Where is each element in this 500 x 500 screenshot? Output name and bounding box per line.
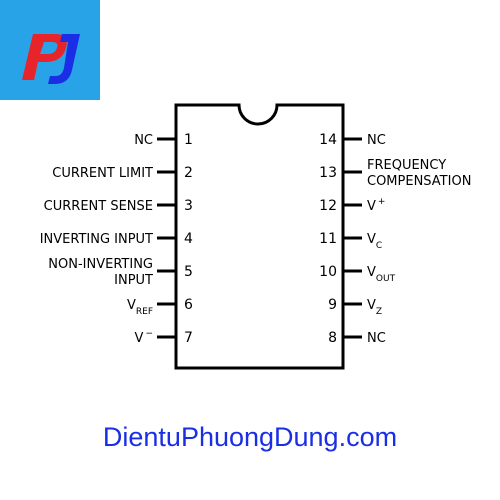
left-pin-1-number: 1 xyxy=(184,132,193,148)
left-pin-5-label-line-1: NON-INVERTING xyxy=(48,257,153,272)
left-pin-5-number: 5 xyxy=(184,264,193,280)
left-pin-2-number: 2 xyxy=(184,165,193,181)
right-pin-10-number: 10 xyxy=(319,264,337,280)
ic-body xyxy=(174,103,345,370)
left-pin-4-label: INVERTING INPUT xyxy=(40,232,153,247)
left-pin-6-number: 6 xyxy=(184,297,193,313)
left-pin-2: 2 CURRENT LIMIT xyxy=(52,165,193,181)
left-pin-6-label: VREF xyxy=(127,298,153,317)
left-pin-7: 7 V− xyxy=(135,329,193,346)
right-pin-9-number: 9 xyxy=(328,297,337,313)
brand-logo xyxy=(0,0,100,100)
right-pin-14-number: 14 xyxy=(319,132,337,148)
right-pin-10-label: VOUT xyxy=(367,265,396,284)
left-pins: 1 NC 2 CURRENT LIMIT 3 CURRENT SENSE 4 INVERTIN… xyxy=(40,132,193,346)
left-pin-5-label-line-2: INPUT xyxy=(114,273,153,288)
right-pin-11-label: VC xyxy=(367,232,382,251)
left-pin-6: 6 VREF xyxy=(127,297,193,317)
right-pin-12-label: V+ xyxy=(367,197,385,214)
right-pin-14: 14 NC xyxy=(319,132,386,148)
right-pin-11: 11 VC xyxy=(319,231,382,251)
logo-letter-p xyxy=(22,34,67,80)
left-pin-2-label: CURRENT LIMIT xyxy=(52,166,153,181)
left-pin-1: 1 NC xyxy=(134,132,193,148)
left-pin-3-label: CURRENT SENSE xyxy=(44,199,153,214)
left-pin-1-label: NC xyxy=(134,133,153,148)
website-url[interactable]: DientuPhuongDung.com xyxy=(102,422,398,452)
logo-background xyxy=(0,0,100,100)
right-pin-13-label-line-2: COMPENSATION xyxy=(367,174,471,189)
right-pin-8: 8 NC xyxy=(328,330,386,346)
right-pin-8-number: 8 xyxy=(328,330,337,346)
left-pin-4: 4 INVERTING INPUT xyxy=(40,231,193,247)
left-pin-4-number: 4 xyxy=(184,231,193,247)
right-pin-9-label: VZ xyxy=(367,298,382,317)
left-pin-3-number: 3 xyxy=(184,198,193,214)
right-pin-13-number: 13 xyxy=(319,165,337,181)
left-pin-7-label: V− xyxy=(135,329,153,346)
right-pin-10: 10 VOUT xyxy=(319,264,395,284)
right-pin-12-number: 12 xyxy=(319,198,337,214)
left-pin-3: 3 CURRENT SENSE xyxy=(44,198,193,214)
right-pin-9: 9 VZ xyxy=(328,297,382,317)
left-pin-7-number: 7 xyxy=(184,330,193,346)
logo-letter-j xyxy=(48,34,80,84)
right-pin-13-label-line-1: FREQUENCY xyxy=(367,158,446,173)
right-pin-11-number: 11 xyxy=(319,231,337,247)
right-pin-14-label: NC xyxy=(367,133,386,148)
right-pin-8-label: NC xyxy=(367,331,386,346)
right-pin-12: 12 V+ xyxy=(319,197,385,214)
